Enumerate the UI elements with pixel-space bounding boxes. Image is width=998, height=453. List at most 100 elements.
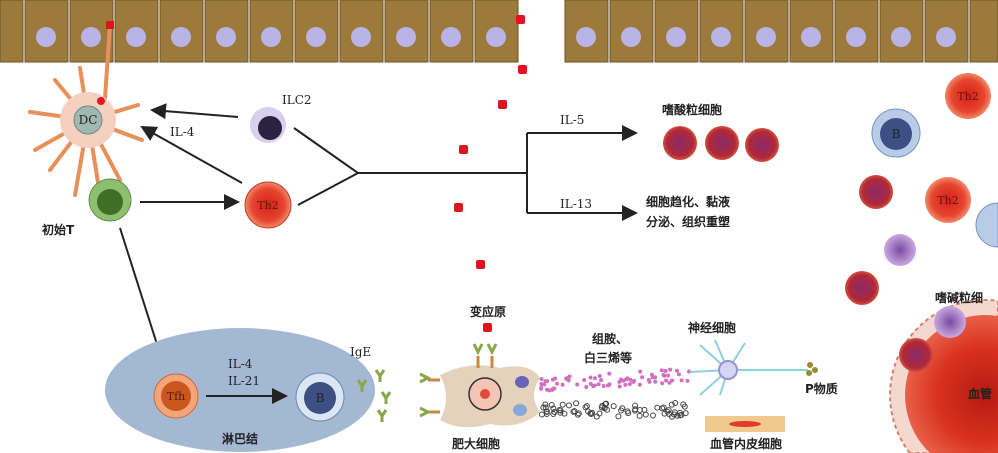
th2-cell: Th2 [245, 182, 291, 228]
b-cell-label: B [316, 391, 325, 405]
histamine-granule [664, 378, 668, 382]
histamine-granule [638, 370, 642, 374]
epithelial-nucleus [306, 27, 326, 47]
tfh-label: Tfh [167, 390, 186, 403]
nerve-cell [690, 340, 808, 395]
epithelial-nucleus [891, 27, 911, 47]
naive-t-label: 初始T [42, 222, 75, 237]
epithelial-nucleus [801, 27, 821, 47]
mediators-line2: 白三烯等 [584, 350, 632, 365]
leukotriene-granule [584, 404, 589, 409]
epithelial-nucleus [756, 27, 776, 47]
histamine-granule [668, 368, 672, 372]
leukotriene-granule [616, 414, 621, 419]
allergen-label: 变应原 [470, 304, 506, 319]
histamine-granule [664, 369, 668, 373]
histamine-granule [589, 382, 593, 386]
lymph-node: Tfh IL-4 IL-21 B 淋巴结 [105, 328, 375, 452]
histamine-granule [575, 382, 579, 386]
substance-p-label: P物质 [805, 381, 838, 396]
histamine-granule [640, 375, 644, 379]
epithelial-nucleus [936, 27, 956, 47]
lymph-node-label: 淋巴结 [222, 431, 258, 446]
histamine-granule [628, 382, 632, 386]
mediators-line1: 组胺、 [592, 331, 628, 346]
epithelial-nucleus [216, 27, 236, 47]
leukotriene-granule [566, 403, 571, 408]
histamine-granule [582, 378, 586, 382]
leukotriene-granule [539, 412, 544, 417]
leukotriene-granule [637, 413, 642, 418]
histamine-granule [666, 373, 670, 377]
epithelial-nucleus [126, 27, 146, 47]
il13-effect-line2: 分泌、组织重塑 [646, 214, 730, 229]
histamine-granule [606, 383, 610, 387]
mediator-granules [539, 368, 691, 420]
epithelial-nucleus [396, 27, 416, 47]
th2-right-label-1: Th2 [957, 90, 978, 103]
ilc2-cell: ILC2 [250, 93, 312, 143]
th2-right-label-2: Th2 [937, 194, 958, 207]
histamine-granule [602, 384, 606, 388]
leukotriene-granule [655, 405, 660, 410]
ige-label: IgE [350, 345, 371, 359]
epithelial-cell [970, 0, 998, 62]
b-cell-right-label: B [892, 127, 901, 141]
il21-label: IL-21 [228, 374, 260, 388]
epithelial-nucleus [81, 27, 101, 47]
histamine-granule [551, 378, 555, 382]
il13-label: IL-13 [560, 197, 592, 211]
epithelial-nucleus [351, 27, 371, 47]
leukotriene-granule [594, 414, 599, 419]
ilc2-label: ILC2 [282, 93, 312, 107]
histamine-granule [653, 380, 657, 384]
histamine-granule [632, 379, 636, 383]
histamine-granule [619, 377, 623, 381]
leukotriene-granule [560, 402, 565, 407]
eosinophil-label: 嗜酸粒细胞 [662, 102, 722, 117]
histamine-granule [660, 381, 664, 385]
epithelial-nucleus [261, 27, 281, 47]
epithelium-layer [0, 0, 998, 62]
histamine-granule [668, 381, 672, 385]
circulating-cells: B Th2 Th2 嗜碱粒细 血管 [845, 73, 998, 453]
leukotriene-granule [661, 405, 666, 410]
histamine-granule [588, 376, 592, 380]
epithelial-nucleus [36, 27, 56, 47]
histamine-granule [680, 378, 684, 382]
epithelial-nucleus [576, 27, 596, 47]
histamine-granule [677, 372, 681, 376]
histamine-granule [625, 376, 629, 380]
histamine-granule [545, 388, 549, 392]
histamine-granule [638, 383, 642, 387]
leukotriene-granule [650, 413, 655, 418]
histamine-granule [599, 378, 603, 382]
pathway-arrows [120, 110, 636, 360]
epithelial-nucleus [711, 27, 731, 47]
mast-cell: 变应原 肥大细胞 [420, 304, 540, 451]
histamine-granule [593, 383, 597, 387]
il5-label: IL-5 [560, 113, 584, 127]
histamine-granule [660, 368, 664, 372]
histamine-granule [565, 376, 569, 380]
nerve-cell-label: 神经细胞 [688, 320, 736, 335]
il13-effect-line1: 细胞趋化、黏液 [646, 194, 730, 209]
th2-label: Th2 [257, 199, 278, 212]
histamine-granule [539, 386, 543, 390]
epithelial-nucleus [621, 27, 641, 47]
mast-cell-label: 肥大细胞 [452, 436, 500, 451]
histamine-granule [675, 369, 679, 373]
epithelial-nucleus [486, 27, 506, 47]
histamine-granule [597, 382, 601, 386]
il4-lymph-label: IL-4 [228, 357, 253, 371]
vessel-label: 血管 [968, 386, 992, 401]
leukotriene-granule [597, 411, 602, 416]
epithelial-nucleus [441, 27, 461, 47]
endothelial-label: 血管内皮细胞 [710, 436, 782, 451]
histamine-granule [661, 373, 665, 377]
histamine-granule [561, 383, 565, 387]
histamine-granule [598, 374, 602, 378]
histamine-granule [552, 386, 556, 390]
